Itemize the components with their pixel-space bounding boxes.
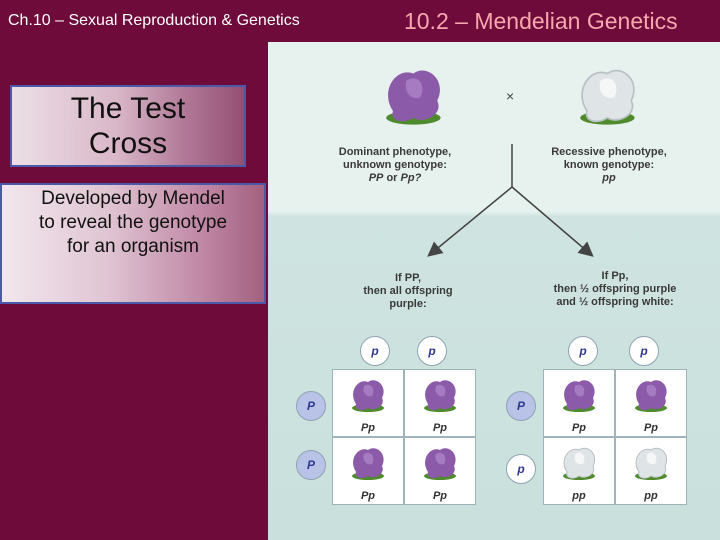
white-flower-icon: [562, 447, 596, 481]
white-flower-icon: [634, 447, 668, 481]
gamete-top-right-2: p: [629, 336, 659, 366]
section-title: 10.2 – Mendelian Genetics: [404, 8, 678, 34]
title-line-2: Cross: [88, 127, 168, 160]
description-line-1: Developed by Mendel: [41, 188, 225, 209]
recessive-label: Recessive phenotype, known genotype: pp: [551, 146, 667, 184]
dominant-label: Dominant phenotype, unknown genotype: PP…: [338, 146, 452, 184]
gamete-side-left-2: P: [296, 450, 326, 480]
purple-flower-icon: [352, 380, 384, 412]
diagram-arrows: [386, 69, 636, 257]
description-line-2: to reveal the genotype: [38, 212, 228, 233]
white-parent-flower-icon: [579, 69, 636, 126]
purple-flower-icon: [635, 380, 667, 412]
gamete-top-left-1: p: [360, 336, 390, 366]
punnett-square-left: Pp Pp Pp Pp: [332, 369, 476, 505]
description-box: Developed by Mendel to reveal the genoty…: [0, 183, 266, 304]
gamete-side-right-1: P: [506, 391, 536, 421]
case-pp-hetero-label: If Pp, then ½ offspring purple and ½ off…: [553, 270, 677, 308]
punnett-cell: pp: [544, 438, 614, 504]
punnett-cell: pp: [616, 438, 686, 504]
purple-flower-icon: [424, 448, 456, 480]
test-cross-title-box: The Test Cross: [10, 85, 246, 167]
gamete-top-left-2: p: [417, 336, 447, 366]
purple-flower-icon: [352, 448, 384, 480]
gamete-top-right-1: p: [568, 336, 598, 366]
punnett-square-right: Pp Pp pp pp: [543, 369, 687, 505]
purple-flower-icon: [563, 380, 595, 412]
punnett-cell: Pp: [616, 370, 686, 436]
punnett-cell: Pp: [544, 370, 614, 436]
purple-parent-flower-icon: [386, 70, 441, 125]
purple-flower-icon: [424, 380, 456, 412]
punnett-cell: Pp: [405, 438, 475, 504]
test-cross-diagram: × Dominant phenotype, unknown genotype: …: [268, 42, 720, 540]
case-pp-label: If PP, then all offspring purple:: [363, 272, 453, 310]
title-line-1: The Test: [70, 92, 186, 125]
chapter-title: Ch.10 – Sexual Reproduction & Genetics: [8, 12, 300, 29]
punnett-cell: Pp: [333, 370, 403, 436]
gamete-side-left-1: P: [296, 391, 326, 421]
punnett-cell: Pp: [333, 438, 403, 504]
cross-symbol: ×: [506, 88, 515, 104]
description-line-3: for an organism: [66, 236, 199, 257]
punnett-cell: Pp: [405, 370, 475, 436]
gamete-side-right-2: p: [506, 454, 536, 484]
